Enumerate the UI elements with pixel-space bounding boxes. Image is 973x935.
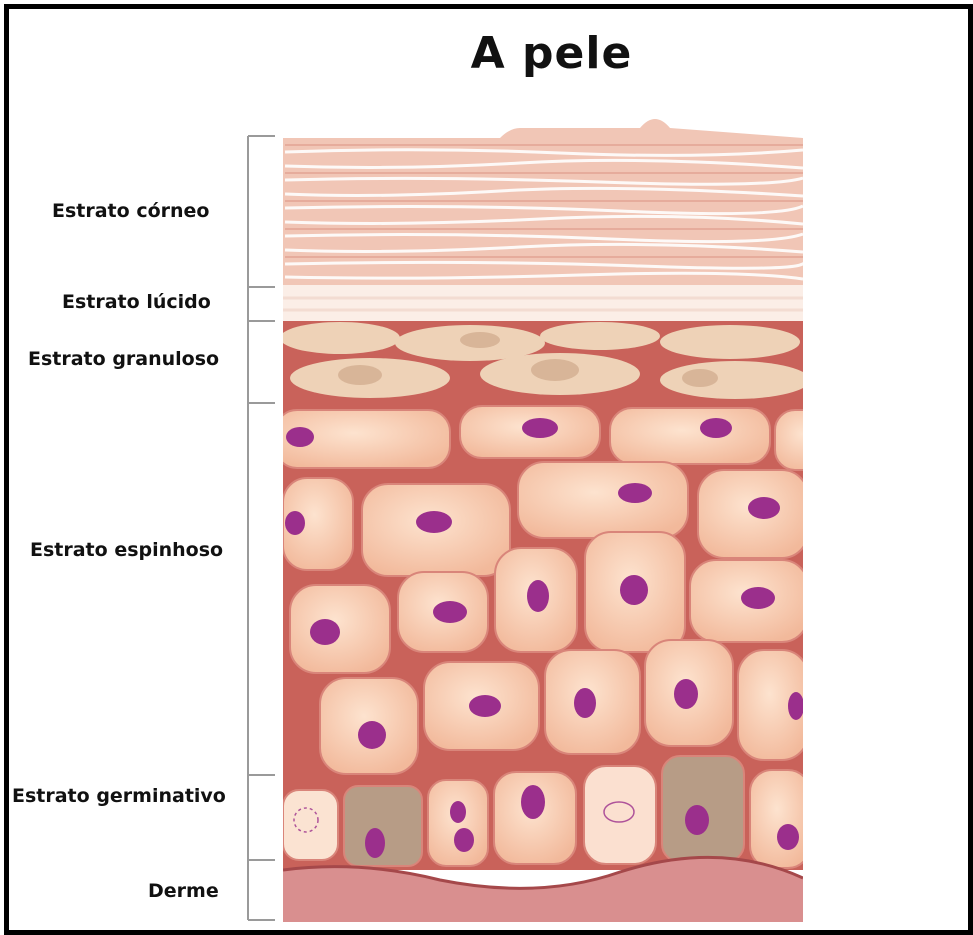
stratum-corneum (283, 119, 803, 285)
stratum-lucidum (283, 285, 803, 321)
layer-brackets (248, 136, 275, 920)
stratum-granulosum (280, 321, 810, 405)
